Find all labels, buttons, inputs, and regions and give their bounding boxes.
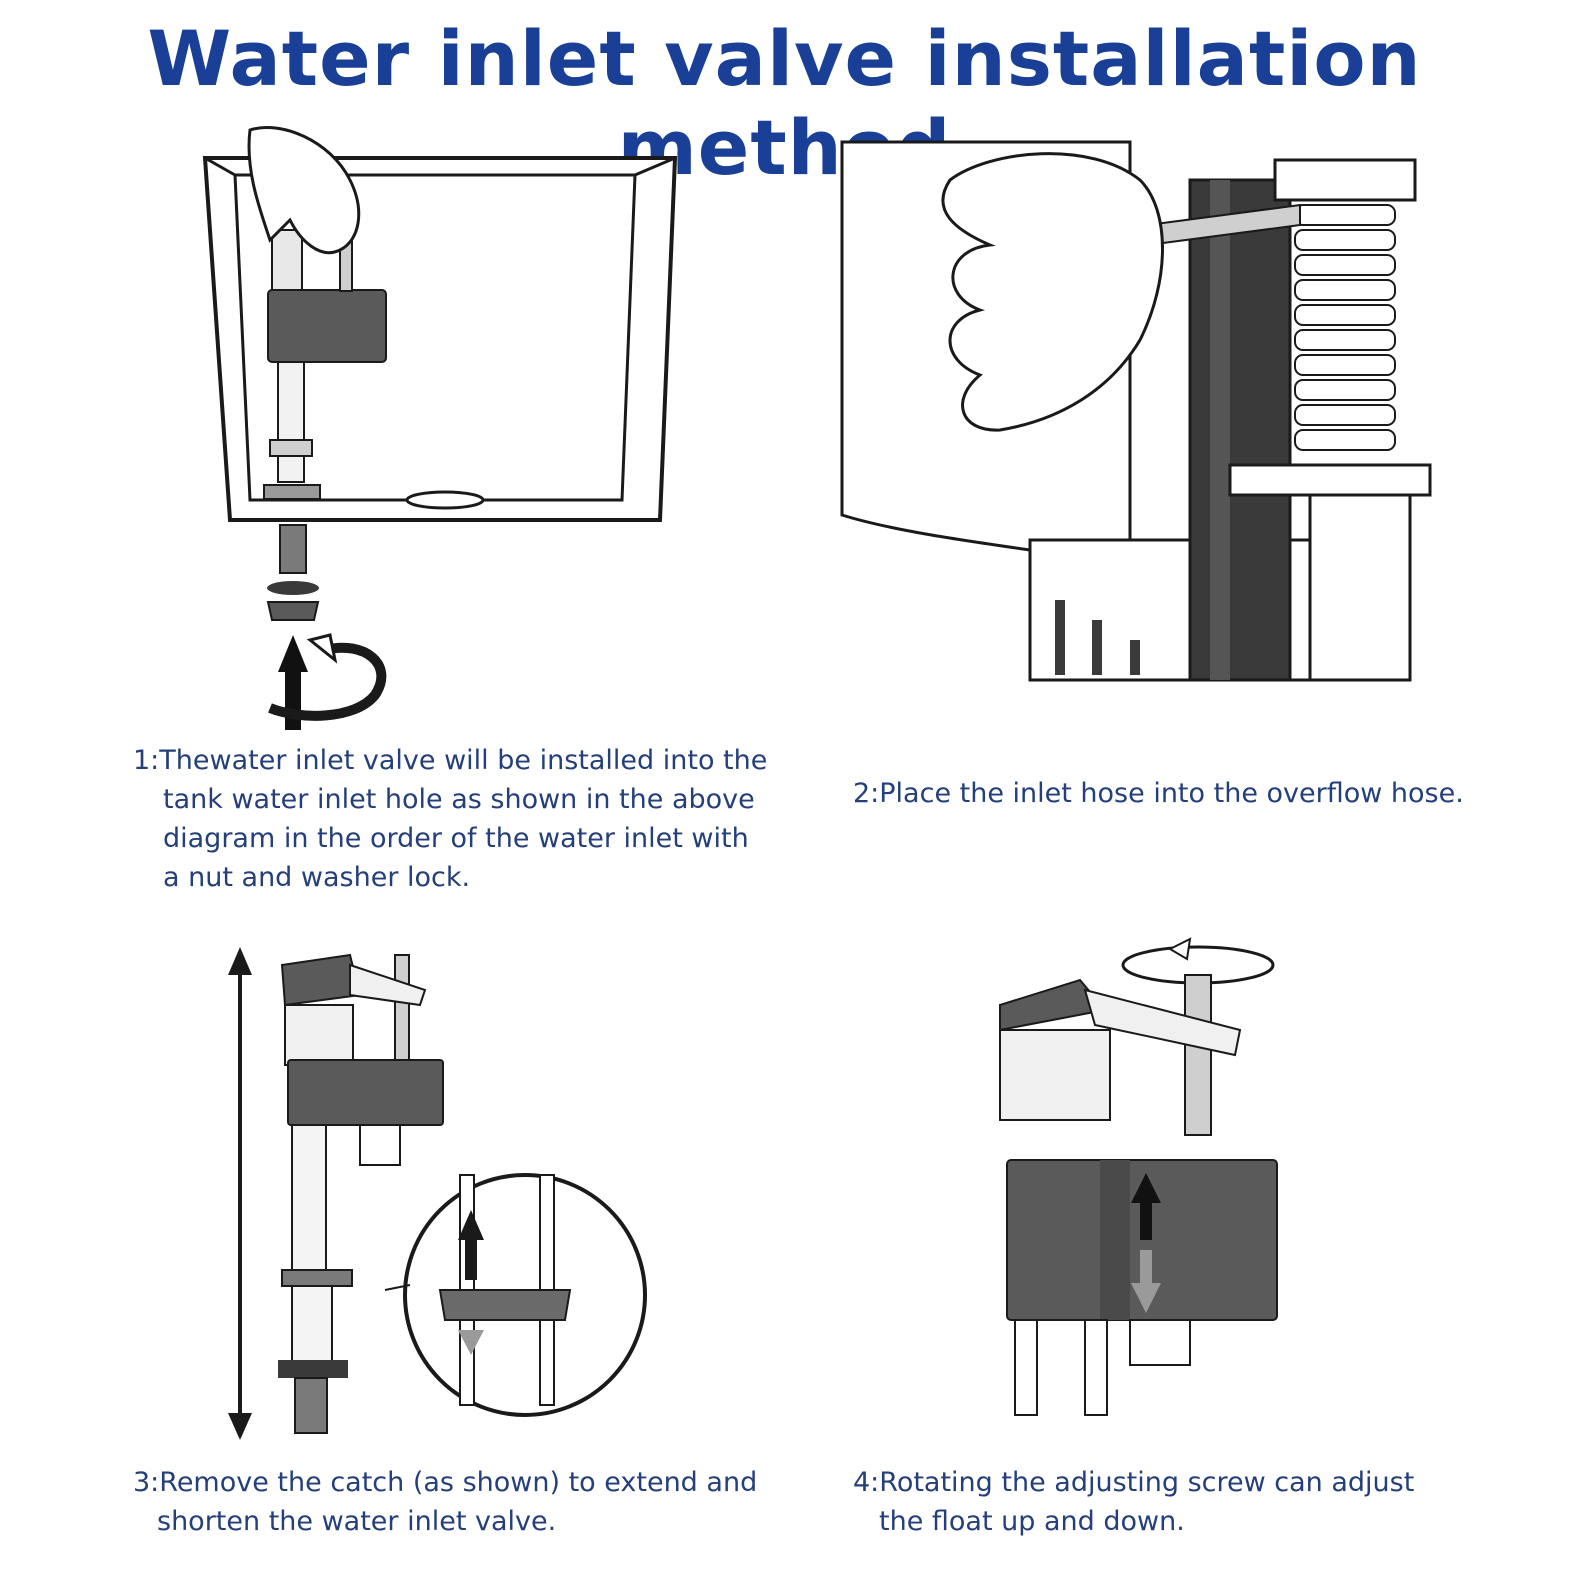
double-arrow-icon bbox=[228, 947, 252, 1440]
magnifier-icon bbox=[403, 1173, 647, 1417]
step-1-line-3: diagram in the order of the water inlet … bbox=[163, 823, 749, 854]
step-1-line-1: 1:Thewater inlet valve will be installed… bbox=[133, 745, 768, 776]
step-4-line-2: the float up and down. bbox=[879, 1506, 1185, 1537]
step-2-line-1: 2:Place the inlet hose into the overflow… bbox=[853, 778, 1464, 809]
rotate-icon bbox=[268, 642, 387, 721]
step-3-line-2: shorten the water inlet valve. bbox=[157, 1506, 557, 1537]
step-4-caption: 4:Rotating the adjusting screw can adjus… bbox=[853, 1463, 1414, 1541]
step-3-caption: 3:Remove the catch (as shown) to extend … bbox=[133, 1463, 757, 1541]
step-4-line-1: 4:Rotating the adjusting screw can adjus… bbox=[853, 1467, 1415, 1498]
step-1-line-2: tank water inlet hole as shown in the ab… bbox=[163, 784, 755, 815]
illustration-overflow-hose bbox=[830, 120, 1450, 700]
hand-icon bbox=[941, 152, 1164, 432]
step-1-caption: 1:Thewater inlet valve will be installed… bbox=[133, 741, 767, 897]
hand-icon bbox=[247, 125, 361, 255]
illustration-extend-valve bbox=[210, 935, 660, 1445]
valve-icon bbox=[228, 947, 647, 1440]
illustration-adjust-screw bbox=[985, 935, 1305, 1425]
step-2-caption: 2:Place the inlet hose into the overflow… bbox=[853, 774, 1464, 813]
tank-icon bbox=[202, 125, 678, 730]
step-1-line-4: a nut and washer lock. bbox=[163, 862, 471, 893]
step-3-line-1: 3:Remove the catch (as shown) to extend … bbox=[133, 1467, 758, 1498]
illustration-tank-install bbox=[190, 120, 700, 740]
